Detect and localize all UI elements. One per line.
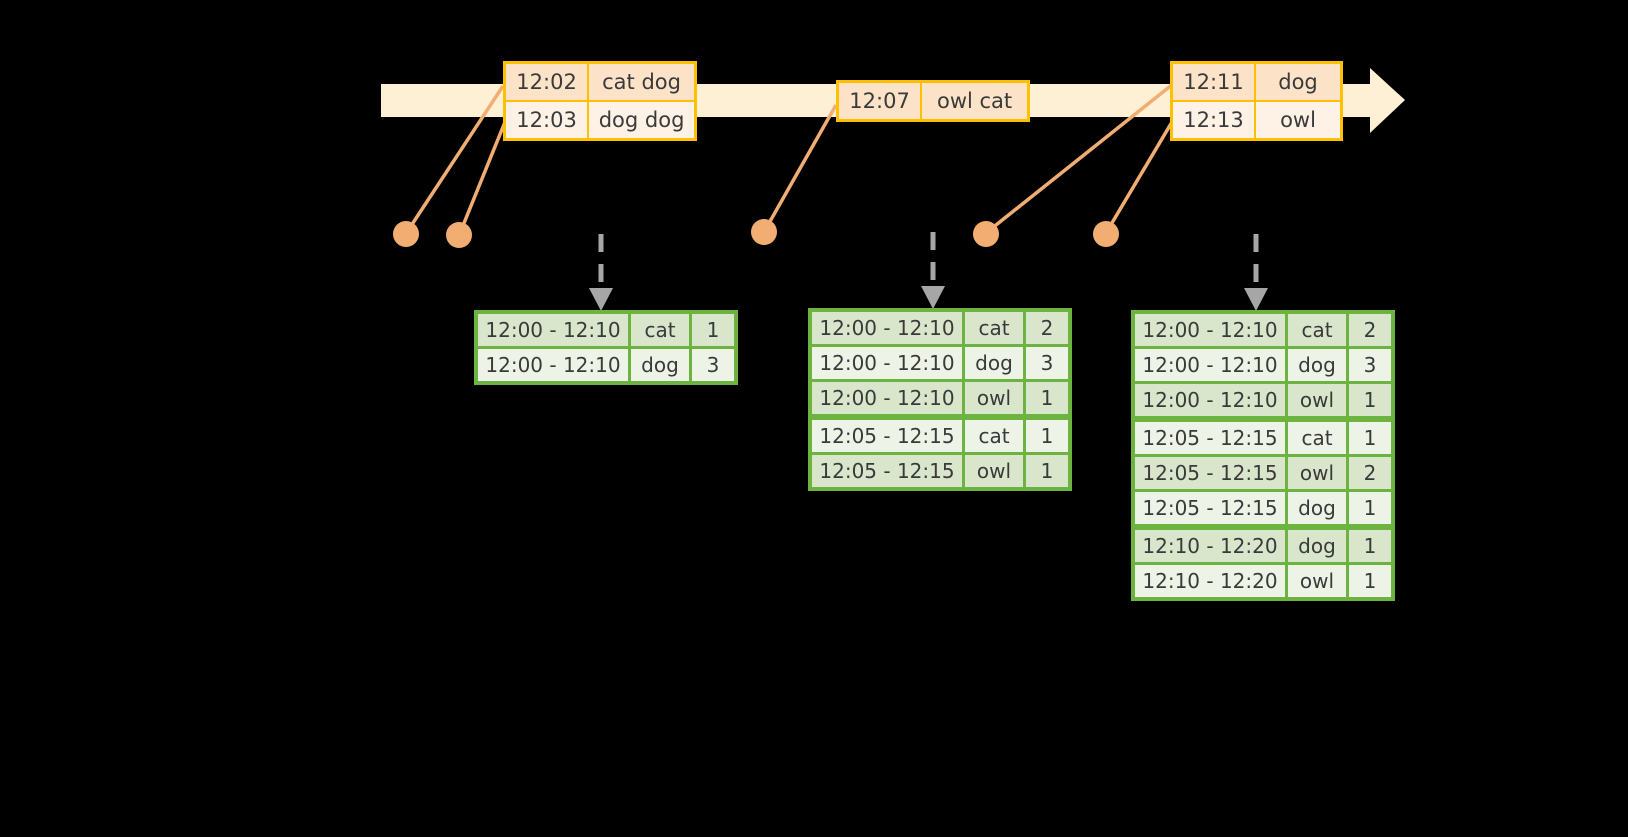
event-row[interactable]: 12:07 owl cat bbox=[839, 83, 1027, 119]
event-row[interactable]: 12:11 dog bbox=[1173, 64, 1340, 100]
word-cell: owl bbox=[965, 382, 1023, 414]
word-cell: cat bbox=[965, 312, 1023, 344]
dashed-arrow-head-2 bbox=[921, 286, 945, 309]
count-cell: 1 bbox=[1026, 420, 1068, 452]
window-cell: 12:00 - 12:10 bbox=[1135, 349, 1285, 381]
connector-2 bbox=[458, 121, 507, 234]
window-cell: 12:00 - 12:10 bbox=[478, 314, 628, 346]
event-words: cat dog bbox=[589, 64, 694, 100]
connector-1 bbox=[405, 85, 505, 233]
event-group-2[interactable]: 12:07 owl cat bbox=[836, 80, 1030, 122]
count-cell: 1 bbox=[1349, 565, 1391, 597]
timeline-arrowhead bbox=[1370, 68, 1405, 133]
word-cell: dog bbox=[1288, 349, 1346, 381]
event-time: 12:07 bbox=[839, 83, 923, 119]
event-time: 12:02 bbox=[506, 64, 590, 100]
trigger-dots bbox=[393, 219, 1119, 248]
event-words: owl bbox=[1256, 102, 1340, 138]
event-group-1[interactable]: 12:02 cat dog 12:03 dog dog bbox=[503, 61, 697, 141]
word-cell: owl bbox=[1288, 384, 1346, 416]
count-cell: 2 bbox=[1349, 314, 1391, 346]
trigger-dot-5 bbox=[1093, 221, 1119, 247]
word-cell: dog bbox=[1288, 492, 1346, 524]
word-cell: cat bbox=[1288, 314, 1346, 346]
trigger-dot-4 bbox=[973, 221, 999, 247]
dashed-arrows bbox=[598, 232, 1259, 290]
word-cell: cat bbox=[1288, 422, 1346, 454]
count-cell: 1 bbox=[692, 314, 734, 346]
connector-3 bbox=[762, 104, 838, 233]
window-cell: 12:05 - 12:15 bbox=[812, 455, 962, 487]
count-cell: 2 bbox=[1349, 457, 1391, 489]
word-cell: dog bbox=[1288, 530, 1346, 562]
event-row[interactable]: 12:13 owl bbox=[1173, 100, 1340, 138]
window-cell: 12:00 - 12:10 bbox=[1135, 314, 1285, 346]
dashed-arrow-head-1 bbox=[589, 288, 613, 311]
word-cell: dog bbox=[631, 349, 689, 381]
count-cell: 1 bbox=[1026, 455, 1068, 487]
trigger-dot-3 bbox=[751, 219, 777, 245]
count-cell: 3 bbox=[1026, 347, 1068, 379]
count-cell: 1 bbox=[1026, 382, 1068, 414]
count-cell: 1 bbox=[1349, 384, 1391, 416]
window-cell: 12:10 - 12:20 bbox=[1135, 530, 1285, 562]
window-cell: 12:00 - 12:10 bbox=[812, 347, 962, 379]
event-words: dog bbox=[1256, 64, 1340, 100]
window-cell: 12:05 - 12:15 bbox=[1135, 492, 1285, 524]
count-cell: 1 bbox=[1349, 422, 1391, 454]
count-cell: 3 bbox=[692, 349, 734, 381]
event-row[interactable]: 12:03 dog dog bbox=[506, 100, 694, 138]
event-row[interactable]: 12:02 cat dog bbox=[506, 64, 694, 100]
word-cell: cat bbox=[965, 420, 1023, 452]
dashed-arrow-head-3 bbox=[1244, 288, 1268, 311]
event-words: dog dog bbox=[589, 102, 694, 138]
word-cell: dog bbox=[965, 347, 1023, 379]
window-cell: 12:00 - 12:10 bbox=[1135, 384, 1285, 416]
count-cell: 3 bbox=[1349, 349, 1391, 381]
window-cell: 12:05 - 12:15 bbox=[812, 420, 962, 452]
window-cell: 12:05 - 12:15 bbox=[1135, 422, 1285, 454]
event-time: 12:03 bbox=[506, 102, 590, 138]
event-group-3[interactable]: 12:11 dog 12:13 owl bbox=[1170, 61, 1343, 141]
count-cell: 1 bbox=[1349, 492, 1391, 524]
window-cell: 12:00 - 12:10 bbox=[812, 382, 962, 414]
window-cell: 12:00 - 12:10 bbox=[478, 349, 628, 381]
count-cell: 2 bbox=[1026, 312, 1068, 344]
word-cell: owl bbox=[1288, 565, 1346, 597]
word-cell: cat bbox=[631, 314, 689, 346]
event-time: 12:11 bbox=[1173, 64, 1257, 100]
event-time: 12:13 bbox=[1173, 102, 1257, 138]
word-cell: owl bbox=[965, 455, 1023, 487]
window-cell: 12:10 - 12:20 bbox=[1135, 565, 1285, 597]
connector-5 bbox=[1104, 121, 1174, 234]
word-cell: owl bbox=[1288, 457, 1346, 489]
window-cell: 12:00 - 12:10 bbox=[812, 312, 962, 344]
trigger-dot-1 bbox=[393, 221, 419, 247]
event-words: owl cat bbox=[922, 83, 1027, 119]
count-cell: 1 bbox=[1349, 530, 1391, 562]
window-cell: 12:05 - 12:15 bbox=[1135, 457, 1285, 489]
trigger-dot-2 bbox=[446, 222, 472, 248]
